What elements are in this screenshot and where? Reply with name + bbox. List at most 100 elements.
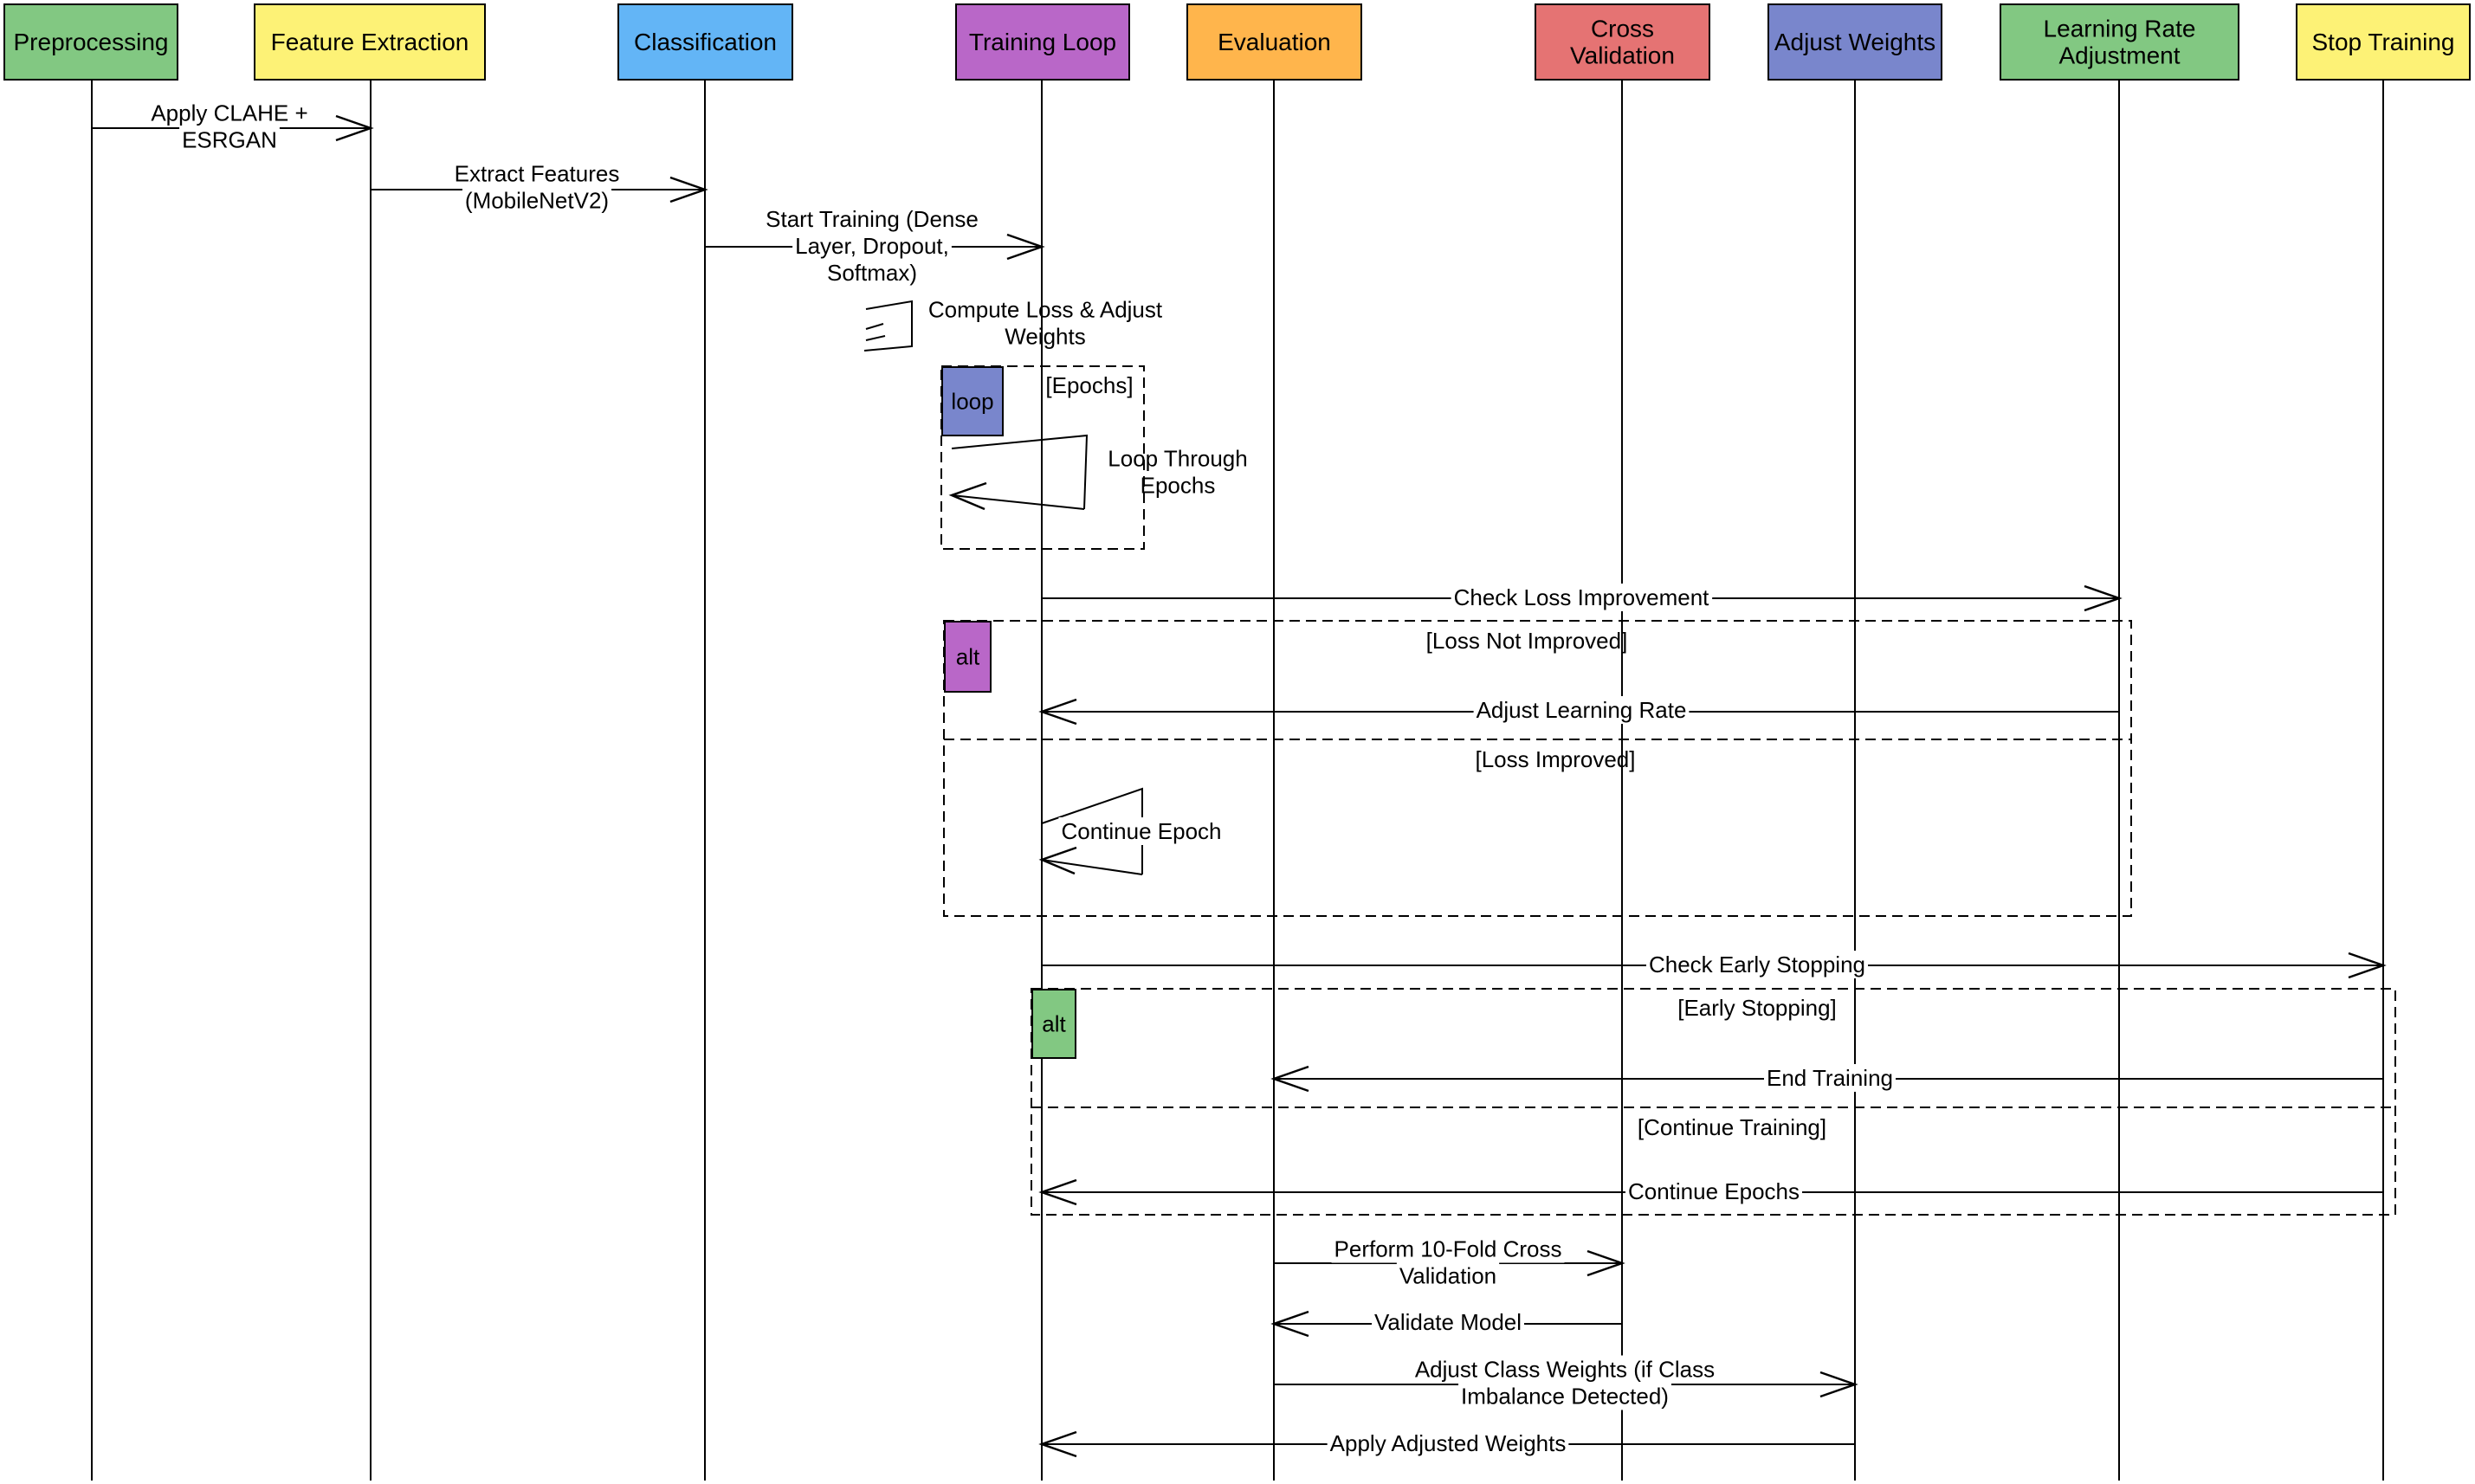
arrowhead [2084, 584, 2123, 612]
message-adjust-class-weights: Adjust Class Weights (if ClassImbalance … [1274, 1355, 1858, 1410]
arrowhead [1038, 698, 1077, 726]
message-label: Validate Model [1374, 1309, 1522, 1335]
fragment-guard: [Early Stopping] [1677, 995, 1837, 1021]
actor-label: Preprocessing [14, 29, 169, 55]
arrowhead [1038, 846, 1077, 875]
fragment-frame [1031, 988, 2396, 1216]
message-label: Epochs [1141, 473, 1216, 499]
actor-label: Training Loop [969, 29, 1116, 55]
label-background [1331, 1235, 1565, 1263]
arrowhead [1270, 1065, 1309, 1093]
arrowhead [1586, 1249, 1625, 1277]
arrowhead [1819, 1371, 1858, 1398]
message-label: Loop Through [1108, 446, 1247, 472]
arrowhead [335, 114, 374, 142]
message-label: Layer, Dropout, [795, 233, 949, 259]
message-label: End Training [1767, 1065, 1893, 1091]
message-label: Validation [1399, 1263, 1496, 1289]
label-background [179, 126, 280, 154]
message-label: Softmax) [827, 260, 917, 286]
message-line [951, 434, 1089, 510]
message-label: Check Early Stopping [1649, 952, 1865, 978]
label-background [1473, 696, 1690, 724]
label-background [1396, 1261, 1500, 1290]
actor-feature-extraction: Feature Extraction [254, 3, 486, 81]
actor-box [2296, 3, 2471, 81]
label-background [1625, 1178, 1803, 1205]
message-line [1041, 787, 1143, 874]
message-check-early-stop: Check Early Stopping [1042, 951, 2387, 979]
label-background [824, 259, 921, 287]
label-background [1058, 817, 1225, 845]
label-background [763, 205, 981, 233]
actor-label: Classification [634, 29, 777, 55]
message-line [951, 494, 1085, 510]
fragment-guard: [Loss Not Improved] [1426, 628, 1628, 654]
label-background [462, 186, 612, 215]
message-label: Extract Features [455, 161, 620, 187]
arrowhead [1038, 1178, 1077, 1206]
actor-label: Learning Rate [2044, 16, 2196, 42]
arrowhead [1038, 1430, 1077, 1458]
message-apply-clahe: Apply CLAHE +ESRGAN [92, 99, 374, 154]
message-line [1041, 859, 1143, 875]
message-label: Adjust Learning Rate [1477, 697, 1687, 723]
actor-label: Adjust Weights [1774, 29, 1935, 55]
message-label: Apply Adjusted Weights [1330, 1430, 1567, 1456]
actor-evaluation: Evaluation [1186, 3, 1362, 81]
message-end-training: End Training [1270, 1064, 2383, 1093]
fragment-tag: alt [1042, 1011, 1066, 1037]
actor-label: Adjustment [2058, 42, 2180, 69]
message-label: Start Training (Dense [766, 206, 979, 232]
actor-classification: Classification [617, 3, 793, 81]
message-label: Check Loss Improvement [1454, 584, 1710, 610]
message-label: Apply CLAHE + [151, 100, 307, 126]
message-adjust-lr: Adjust Learning Rate [1038, 696, 2119, 726]
actor-adjust-weights: Adjust Weights [1767, 3, 1942, 81]
label-background [148, 99, 311, 127]
fragment-tag: alt [956, 644, 980, 670]
actor-label: Feature Extraction [271, 29, 469, 55]
message-label: Continue Epochs [1628, 1178, 1800, 1204]
actor-label: Validation [1570, 42, 1675, 69]
message-label: Adjust Class Weights (if Class [1415, 1357, 1715, 1383]
label-background [451, 159, 623, 188]
actor-preprocessing: Preprocessing [3, 3, 178, 81]
fragment-guard: [Loss Improved] [1476, 746, 1636, 772]
actor-box [2000, 3, 2239, 81]
message-continue-epoch: Continue Epoch [1038, 787, 1225, 875]
label-background [1645, 951, 1869, 978]
label-background [1327, 1429, 1569, 1457]
actor-box [1535, 3, 1710, 81]
fragment-frame [940, 365, 1145, 550]
fragment-frame [943, 620, 2132, 917]
fragment-tag-box [1031, 989, 1076, 1059]
message-check-loss: Check Loss Improvement [1042, 584, 2123, 612]
loop-fragment: loop[Epochs] [940, 365, 1145, 550]
message-extract-features: Extract Features(MobileNetV2) [371, 159, 708, 215]
alt-loss-fragment: alt [Loss Not Improved] [Loss Improved] [943, 620, 2132, 917]
fragment-tag-box [944, 621, 992, 693]
message-validate-model: Validate Model [1270, 1308, 1622, 1338]
alt-stop-fragment: alt[Early Stopping][Continue Training] [1031, 988, 2396, 1216]
message-label: ESRGAN [182, 127, 277, 153]
message-line [865, 323, 884, 330]
message-line [863, 300, 913, 352]
fragment-tag-box [941, 366, 1004, 436]
message-label: Imbalance Detected) [1461, 1384, 1669, 1410]
message-label: Continue Epoch [1061, 818, 1221, 844]
actor-box [955, 3, 1130, 81]
message-apply-weights: Apply Adjusted Weights [1038, 1429, 1855, 1458]
label-background [1371, 1308, 1525, 1336]
fragment-guard: [Epochs] [1045, 372, 1133, 398]
actor-box [1767, 3, 1942, 81]
actor-training-loop: Training Loop [955, 3, 1130, 81]
actor-label: Evaluation [1218, 29, 1331, 55]
actor-box [254, 3, 486, 81]
